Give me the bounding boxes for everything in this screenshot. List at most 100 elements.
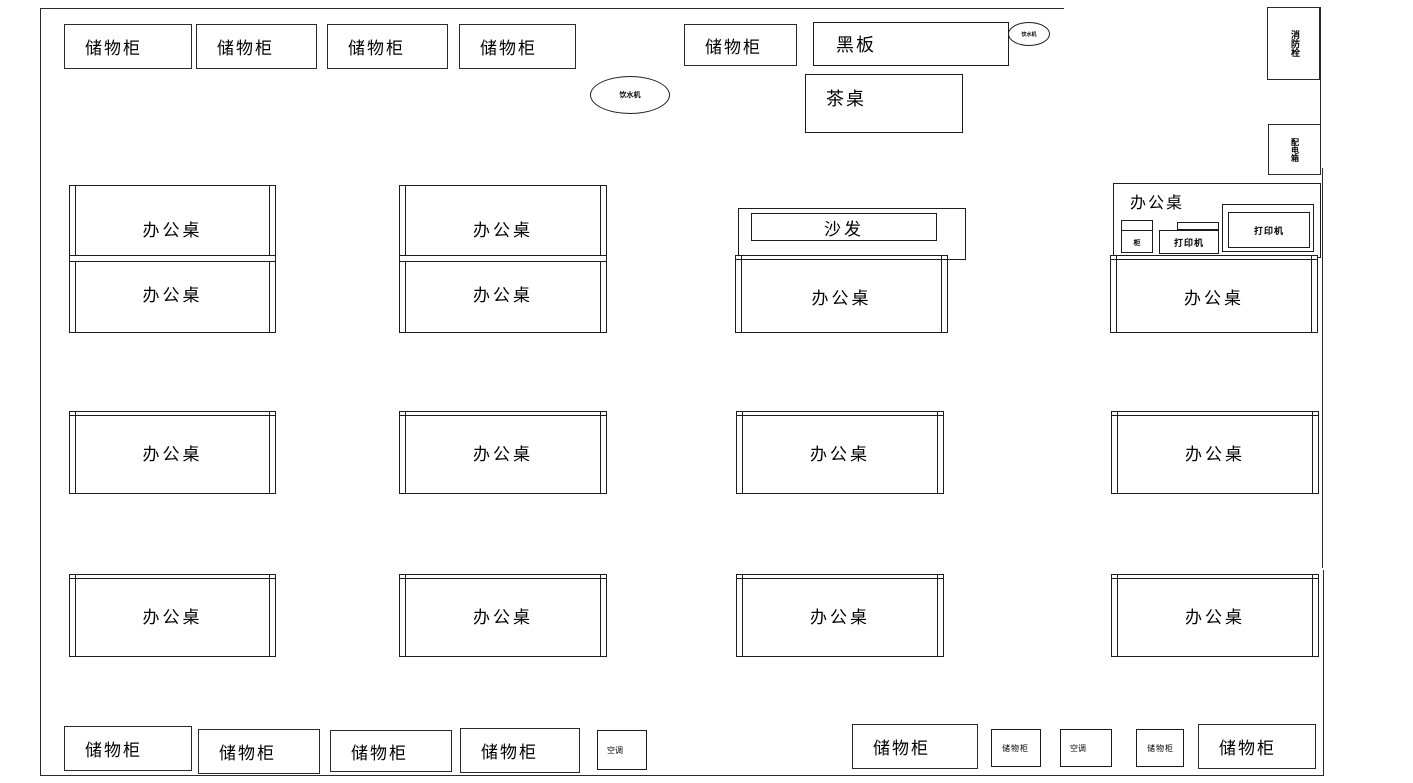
desk-label: 办公桌 [142, 445, 203, 465]
desk-top-edge [400, 415, 606, 416]
small-cabinet-label: 柜 [1133, 239, 1141, 247]
desk-row2-col1[interactable]: 办公桌 [69, 411, 276, 494]
desk-top-edge [70, 578, 275, 579]
desk-printer-row[interactable]: 办公桌 [1110, 255, 1318, 333]
desk-label: 办公桌 [1185, 445, 1245, 465]
desk-label: 办公桌 [1184, 289, 1244, 309]
locker-label: 储物柜 [85, 741, 142, 761]
sofa-seat: 沙发 [751, 213, 937, 241]
locker-bottom-7[interactable]: 储物柜 [1136, 729, 1184, 767]
desk-label: 办公桌 [142, 608, 203, 628]
desk-divider [400, 255, 606, 262]
air-conditioner-label: 空调 [1070, 743, 1086, 753]
desk-top-edge [736, 259, 947, 260]
locker-label: 储物柜 [1219, 739, 1276, 759]
small-cabinet-unit[interactable]: 柜 [1121, 220, 1153, 253]
printer-label: 打印机 [1253, 226, 1284, 237]
wall-left [40, 8, 41, 776]
locker-label: 储物柜 [1147, 743, 1174, 753]
water-dispenser-icon-2[interactable]: 饮水机 [1008, 22, 1050, 46]
desk-rail-right [600, 575, 601, 656]
desk-label: 办公桌 [142, 286, 203, 306]
desk-rail-left [75, 412, 76, 493]
desk-row3-col1[interactable]: 办公桌 [69, 574, 276, 657]
desk-rail-right [1311, 256, 1312, 332]
printer-large[interactable]: 打印机 [1228, 212, 1310, 248]
locker-top-2[interactable]: 储物柜 [196, 24, 317, 69]
fire-hydrant-box[interactable]: 消防栓 [1267, 7, 1320, 80]
locker-label: 储物柜 [219, 744, 276, 764]
desk-label: 办公桌 [811, 289, 872, 309]
locker-top-4[interactable]: 储物柜 [459, 24, 576, 69]
desk-row3-col3[interactable]: 办公桌 [736, 574, 944, 657]
desk-row3-col4[interactable]: 办公桌 [1111, 574, 1319, 657]
water-dispenser-label: 饮水机 [619, 91, 641, 99]
station-title-label: 办公桌 [1130, 193, 1185, 212]
desk-top-edge [737, 578, 943, 579]
desk-top-edge [1112, 578, 1318, 579]
desk-row2-col2[interactable]: 办公桌 [399, 411, 607, 494]
desk-rail-left [741, 256, 742, 332]
desk-divider [70, 255, 275, 262]
sofa-label: 沙发 [824, 219, 864, 240]
locker-label: 储物柜 [480, 39, 537, 59]
desk-label: 办公桌 [473, 608, 533, 628]
water-dispenser-label: 饮水机 [1021, 31, 1037, 38]
desk-row2-col4[interactable]: 办公桌 [1111, 411, 1319, 494]
air-conditioner-1[interactable]: 空调 [597, 730, 647, 770]
wall-right-upper [1322, 168, 1323, 568]
desk-rail-right [937, 412, 938, 493]
desk-rail-right [941, 256, 942, 332]
locker-label: 储物柜 [351, 743, 408, 764]
wall-top [40, 8, 1064, 9]
desk-label: 办公桌 [810, 445, 870, 465]
locker-bottom-3[interactable]: 储物柜 [330, 730, 452, 772]
desk-label: 办公桌 [142, 221, 203, 241]
desk-pair-center[interactable]: 办公桌 办公桌 [399, 185, 607, 333]
locker-bottom-4[interactable]: 储物柜 [460, 728, 580, 773]
locker-bottom-2[interactable]: 储物柜 [198, 729, 320, 774]
locker-bottom-1[interactable]: 储物柜 [64, 726, 192, 771]
locker-bottom-5[interactable]: 储物柜 [852, 724, 978, 769]
desk-top-edge [400, 578, 606, 579]
printer-small[interactable]: 打印机 [1159, 230, 1219, 254]
locker-top-5[interactable]: 储物柜 [684, 24, 797, 66]
desk-rail-right [269, 412, 270, 493]
blackboard-label: 黑板 [836, 35, 876, 56]
water-dispenser-icon-1[interactable]: 饮水机 [590, 76, 670, 114]
wall-right-top-segment [1320, 7, 1321, 127]
locker-bottom-6[interactable]: 储物柜 [991, 729, 1041, 767]
desk-pair-left[interactable]: 办公桌 办公桌 [69, 185, 276, 333]
air-conditioner-2[interactable]: 空调 [1060, 729, 1112, 767]
locker-top-1[interactable]: 储物柜 [64, 24, 192, 69]
cabinet-divider [1122, 230, 1152, 231]
desk-top-edge [70, 415, 275, 416]
locker-bottom-8[interactable]: 储物柜 [1198, 724, 1316, 769]
desk-rail-left [1117, 412, 1118, 493]
desk-label: 办公桌 [473, 286, 533, 306]
desk-rail-left [742, 575, 743, 656]
printer-small-lid [1177, 222, 1219, 230]
locker-top-3[interactable]: 储物柜 [327, 24, 448, 69]
locker-label: 储物柜 [85, 39, 142, 59]
blackboard[interactable]: 黑板 [813, 22, 1009, 66]
wall-bottom [40, 775, 1323, 776]
desk-rail-left [1116, 256, 1117, 332]
desk-sofa-row[interactable]: 办公桌 [735, 255, 948, 333]
desk-row2-col3[interactable]: 办公桌 [736, 411, 944, 494]
locker-label: 储物柜 [873, 739, 930, 759]
tea-table[interactable]: 茶桌 [805, 74, 963, 133]
desk-rail-left [75, 575, 76, 656]
distribution-box[interactable]: 配电箱 [1268, 124, 1321, 175]
air-conditioner-label: 空调 [607, 745, 623, 755]
desk-rail-left [742, 412, 743, 493]
tea-table-label: 茶桌 [826, 89, 866, 110]
desk-row3-col2[interactable]: 办公桌 [399, 574, 607, 657]
locker-label: 储物柜 [217, 39, 274, 59]
desk-rail-left [405, 575, 406, 656]
desk-top-edge [1111, 259, 1317, 260]
desk-label: 办公桌 [473, 221, 533, 241]
desk-top-edge [737, 415, 943, 416]
sofa-block[interactable]: 沙发 [738, 208, 966, 260]
